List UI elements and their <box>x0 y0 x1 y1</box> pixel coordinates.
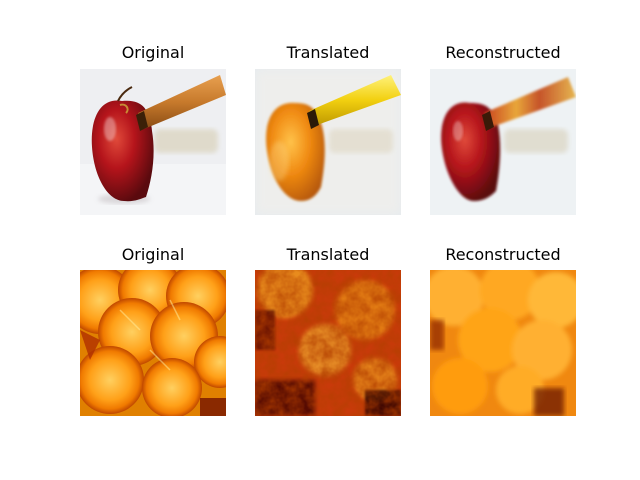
dark-red-orange-texture-image <box>255 270 401 416</box>
panel-title: Reconstructed <box>445 245 561 264</box>
panel-title: Translated <box>286 43 370 62</box>
sliced-orange-wheels-image <box>80 270 226 416</box>
panel-title: Original <box>121 245 185 264</box>
reconstructed-orange-slices-image <box>430 270 576 416</box>
panel-title: Reconstructed <box>445 43 561 62</box>
reconstructed-red-apple-with-stick-image <box>430 69 576 215</box>
panel-title: Original <box>121 43 185 62</box>
panel-title: Translated <box>286 245 370 264</box>
red-apple-with-wooden-stick-image <box>80 69 226 215</box>
orange-apple-with-yellow-stick-image <box>255 69 401 215</box>
